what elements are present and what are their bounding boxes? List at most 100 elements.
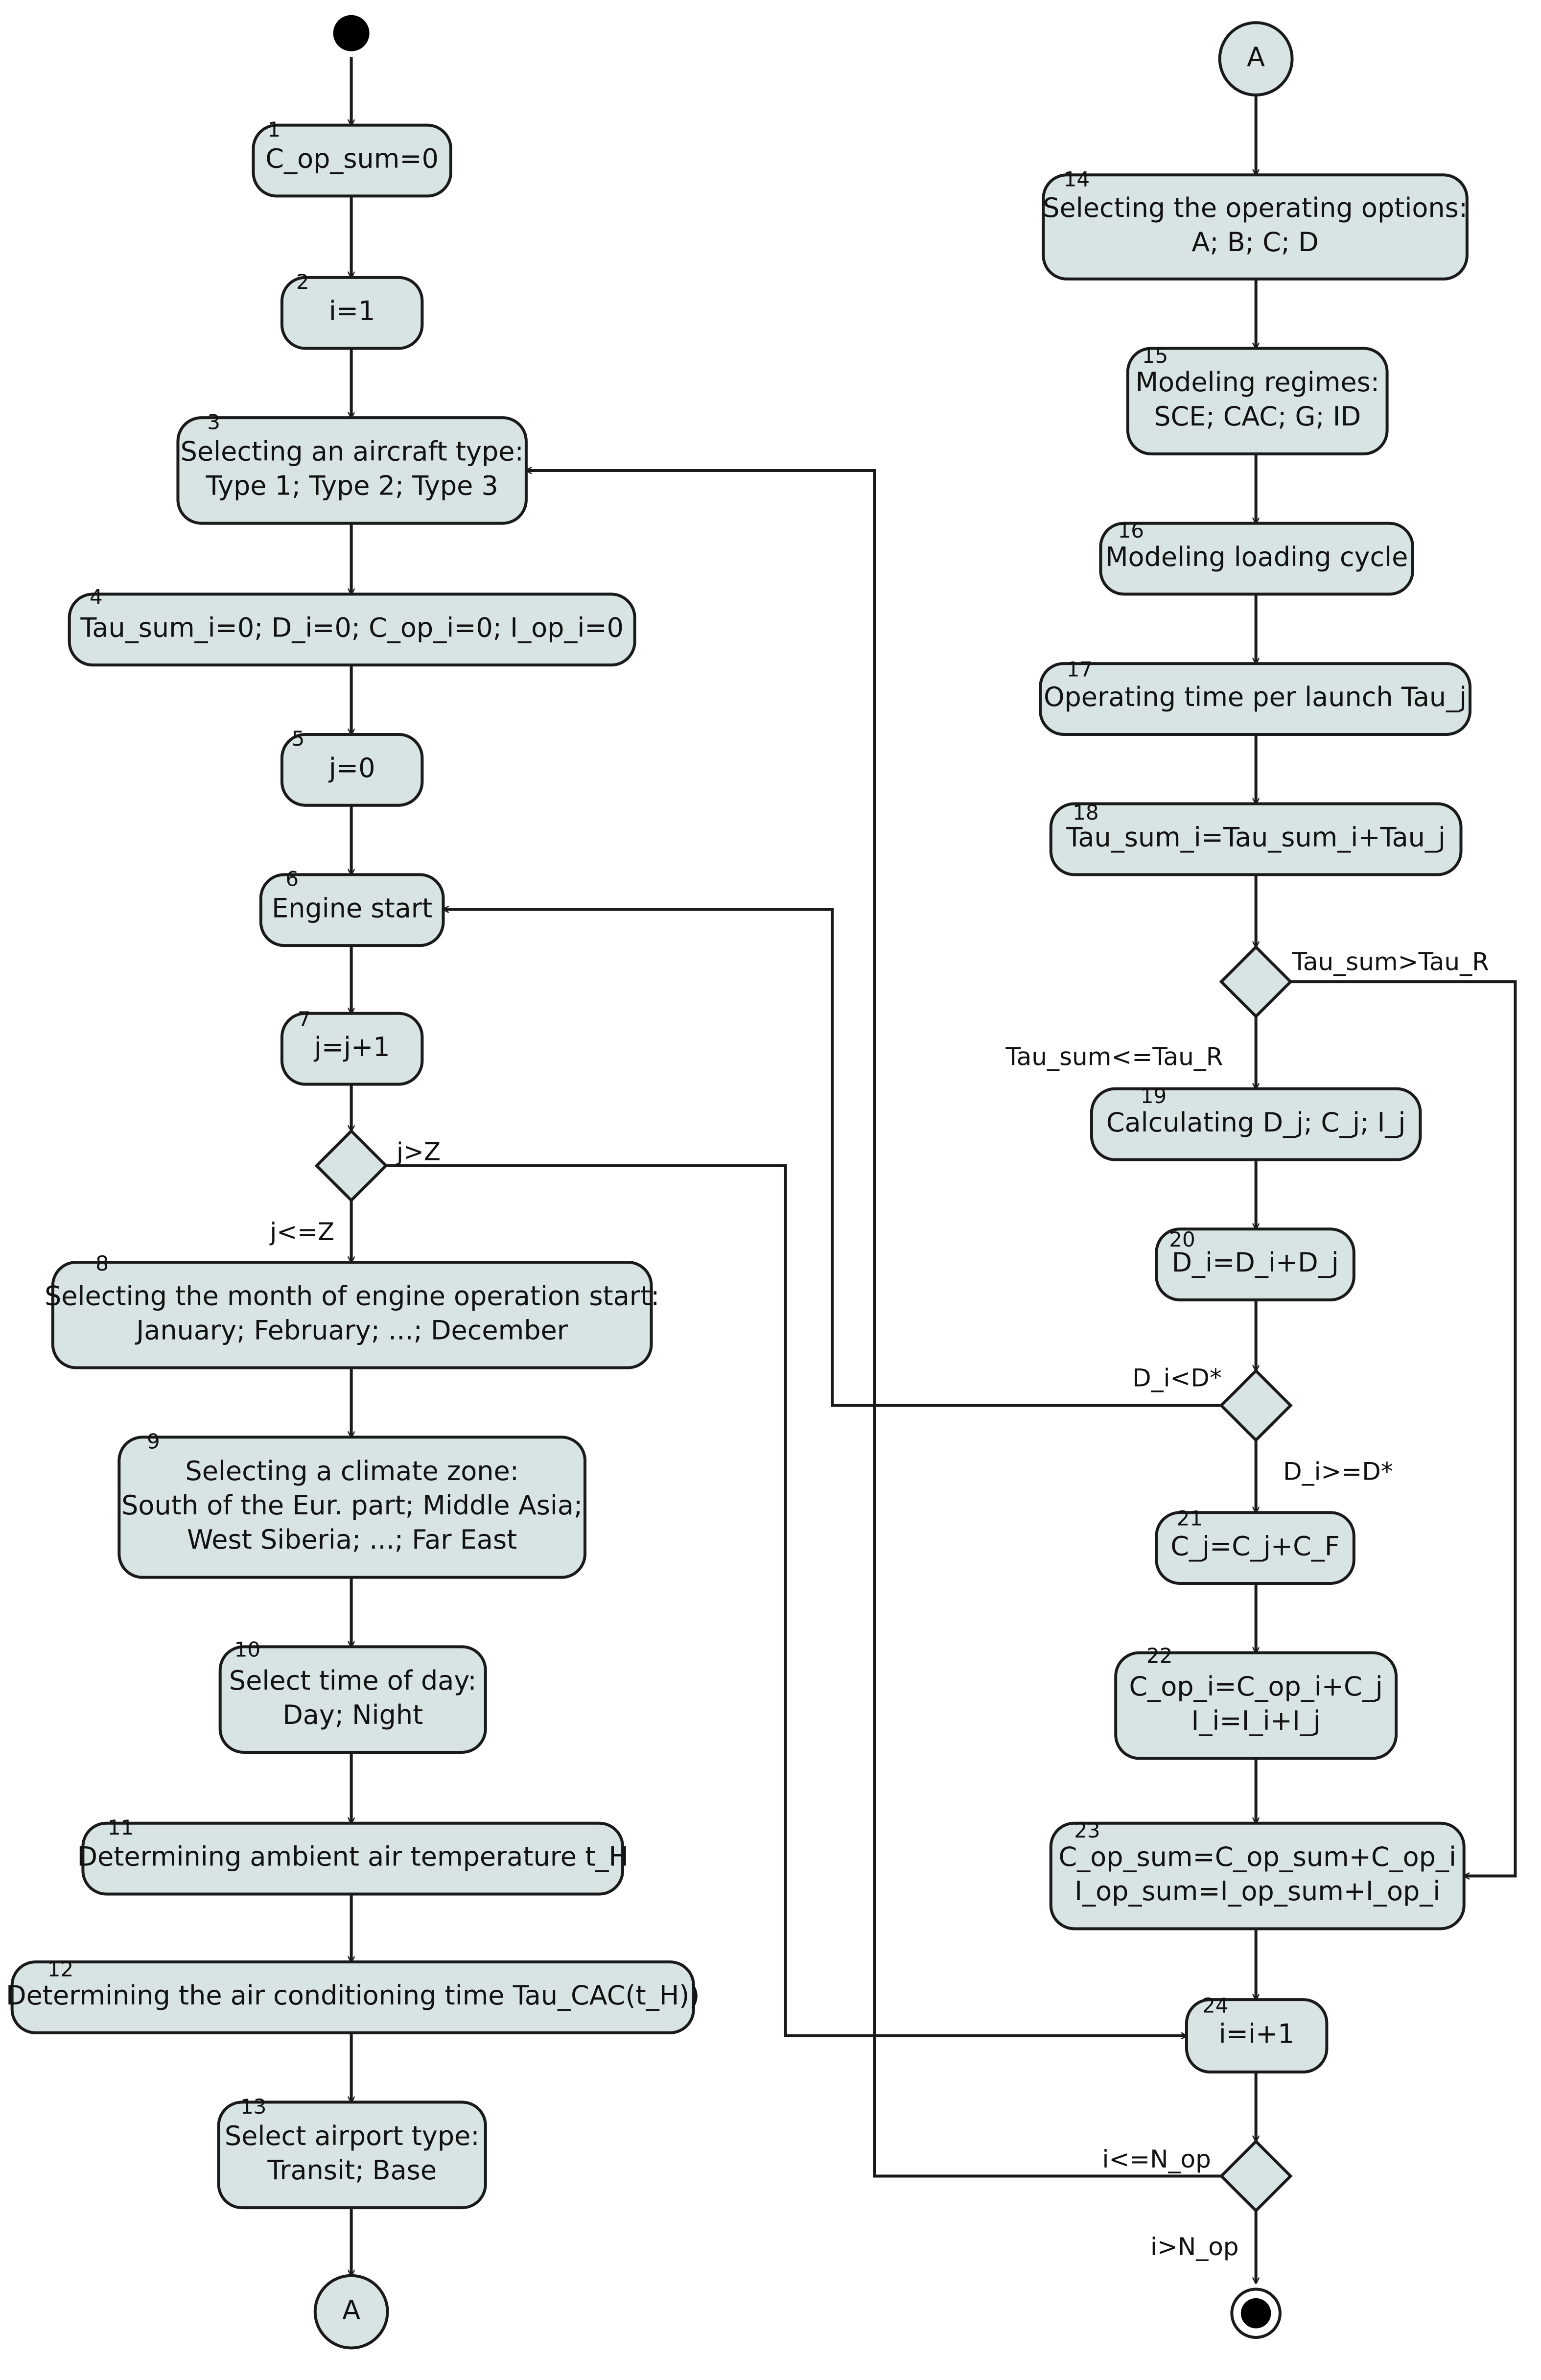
action-node-box bbox=[81, 1821, 625, 1896]
action-node-box bbox=[1126, 347, 1389, 456]
action-node-14: Selecting the operating options: A; B; C;… bbox=[1042, 167, 1469, 281]
action-node-label: D_i=D_i+D_j bbox=[1171, 1247, 1338, 1278]
action-node-label: j=0 bbox=[328, 753, 375, 783]
edges bbox=[351, 57, 1517, 2283]
action-node-label: C_op_sum=C_op_sum+C_op_i bbox=[1058, 1841, 1456, 1872]
action-node-box bbox=[1185, 1998, 1329, 2074]
action-node-label: Day; Night bbox=[282, 1699, 423, 1730]
connector-circle bbox=[313, 2274, 389, 2350]
action-node-label: Tau_sum_i=Tau_sum_i+Tau_j bbox=[1066, 822, 1446, 853]
action-node-box bbox=[117, 1436, 587, 1579]
action-node-box bbox=[1099, 521, 1414, 596]
action-node-7: j=j+17 bbox=[280, 1007, 424, 1086]
node-number: 10 bbox=[234, 1638, 260, 1662]
flow-arrow bbox=[526, 471, 1221, 2178]
node-number: 24 bbox=[1202, 1993, 1228, 2017]
decision-node bbox=[1219, 1368, 1293, 1442]
action-node-box bbox=[218, 1645, 487, 1754]
node-number: 14 bbox=[1064, 167, 1090, 191]
action-node-label: I_i=I_i+I_j bbox=[1191, 1705, 1320, 1736]
action-node-box bbox=[280, 1012, 424, 1086]
guard-label: i>N_op bbox=[1150, 2233, 1239, 2261]
action-node-1: C_op_sum=01 bbox=[252, 118, 452, 198]
action-node-label: Selecting an aircraft type: bbox=[181, 436, 524, 467]
action-node-23: C_op_sum=C_op_sum+C_op_iI_op_sum=I_op_su… bbox=[1049, 1818, 1466, 1931]
action-node-label: Selecting a climate zone: bbox=[185, 1456, 519, 1486]
action-node-box bbox=[259, 873, 445, 947]
decision-node bbox=[1219, 2139, 1293, 2213]
node-number: 4 bbox=[90, 585, 103, 609]
action-node-12: Determining the air conditioning time Ta… bbox=[6, 1957, 700, 2034]
action-node-label: Tau_sum_i=0; D_i=0; C_op_i=0; I_op_i=0 bbox=[80, 613, 624, 643]
node-number: 15 bbox=[1142, 344, 1168, 368]
node-number: 7 bbox=[298, 1007, 311, 1031]
action-node-box bbox=[1155, 1511, 1355, 1585]
action-node-label: Calculating D_j; C_j; I_j bbox=[1106, 1107, 1406, 1138]
action-node-box bbox=[176, 416, 528, 525]
decision-node bbox=[1219, 944, 1293, 1019]
action-node-2: i=1 2 bbox=[280, 270, 424, 350]
action-node-20: D_i=D_i+D_j20 bbox=[1155, 1227, 1355, 1301]
flow-arrow bbox=[1290, 980, 1517, 1876]
action-node-label: Modeling loading cycle bbox=[1105, 542, 1408, 572]
action-node-label: C_op_sum=0 bbox=[265, 143, 439, 174]
action-node-box bbox=[252, 123, 452, 198]
action-node-label: Select airport type: bbox=[225, 2121, 480, 2151]
action-node-box bbox=[1090, 1087, 1422, 1161]
action-node-label: Determining ambient air temperature t_H bbox=[77, 1841, 629, 1872]
node-number: 18 bbox=[1073, 801, 1098, 825]
node-number: 11 bbox=[108, 1815, 134, 1839]
action-node-box bbox=[10, 1960, 695, 2034]
connector-label: A bbox=[1247, 42, 1265, 72]
action-node-17: Operating time per launch Tau_j17 bbox=[1039, 658, 1471, 736]
action-node-label: j=j+1 bbox=[314, 1032, 390, 1062]
action-node-box bbox=[1049, 802, 1463, 876]
action-node-label: Operating time per launch Tau_j bbox=[1044, 682, 1467, 712]
action-node-label: i=1 bbox=[329, 296, 375, 327]
action-node-label: Selecting the operating options: bbox=[1043, 192, 1468, 223]
node-number: 6 bbox=[285, 867, 299, 891]
guard-label: Tau_sum>Tau_R bbox=[1292, 948, 1489, 976]
action-node-5: j=0 5 bbox=[280, 727, 424, 807]
node-number: 21 bbox=[1177, 1507, 1203, 1531]
guard-label: j>Z bbox=[396, 1138, 441, 1166]
connector-circle bbox=[1218, 21, 1294, 97]
action-node-label: Type 1; Type 2; Type 3 bbox=[205, 471, 498, 501]
action-node-3: Selecting an aircraft type: Type 1; Type … bbox=[176, 410, 528, 525]
action-node-19: Calculating D_j; C_j; I_j19 bbox=[1090, 1084, 1422, 1161]
action-node-box bbox=[217, 2100, 487, 2210]
action-node-box bbox=[51, 1260, 653, 1369]
action-node-box bbox=[68, 592, 636, 667]
node-number: 23 bbox=[1074, 1818, 1100, 1842]
action-node-9: Selecting a climate zone: South of the Eu… bbox=[117, 1429, 587, 1579]
node-number: 20 bbox=[1169, 1227, 1195, 1251]
node-number: 17 bbox=[1067, 658, 1093, 682]
node-number: 1 bbox=[267, 118, 280, 141]
action-node-label: January; February; ...; December bbox=[135, 1315, 568, 1345]
action-node-label: West Siberia; ...; Far East bbox=[187, 1524, 517, 1555]
action-node-label: A; B; C; D bbox=[1191, 227, 1318, 258]
action-node-24: i=i+124 bbox=[1185, 1993, 1329, 2074]
guard-label: D_i<D* bbox=[1132, 1364, 1222, 1392]
action-node-label: Transit; Base bbox=[267, 2155, 437, 2186]
action-node-label: South of the Eur. part; Middle Asia; bbox=[121, 1490, 583, 1521]
flow-arrow bbox=[444, 909, 1221, 1407]
action-node-box bbox=[1042, 173, 1469, 281]
node-number: 8 bbox=[95, 1251, 109, 1275]
node-number: 9 bbox=[147, 1429, 160, 1453]
action-node-label: Modeling regimes: bbox=[1135, 367, 1379, 398]
node-number: 2 bbox=[296, 270, 309, 294]
node-number: 16 bbox=[1118, 518, 1144, 542]
node-number: 5 bbox=[292, 727, 305, 751]
action-node-22: C_op_i=C_op_i+C_jI_i=I_i+I_j22 bbox=[1114, 1644, 1398, 1760]
connector-label: A bbox=[342, 2294, 360, 2325]
action-node-label: I_op_sum=I_op_sum+I_op_i bbox=[1074, 1876, 1440, 1907]
flow-arrow bbox=[386, 1164, 1186, 2036]
action-node-21: C_j=C_j+C_F21 bbox=[1155, 1507, 1355, 1585]
action-node-label: C_j=C_j+C_F bbox=[1170, 1531, 1340, 1561]
